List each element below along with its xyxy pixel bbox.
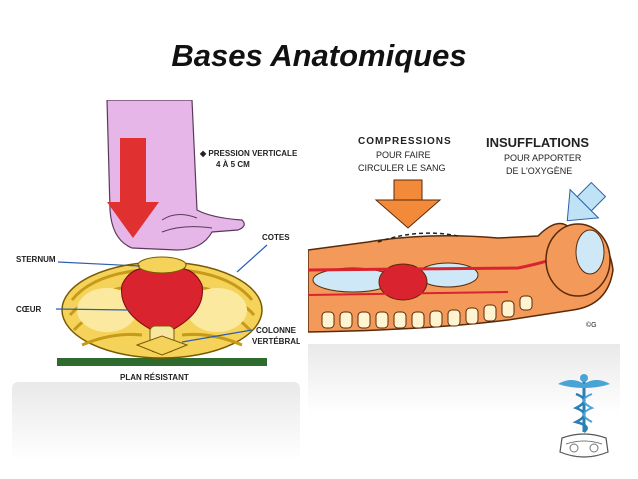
label-insufflations-3: DE L'OXYGÈNE — [506, 166, 572, 176]
label-colonne-2: VERTÉBRALE — [252, 337, 300, 346]
label-sternum: STERNUM — [16, 255, 56, 264]
signature: ©G — [586, 321, 597, 329]
label-insufflations-1: INSUFFLATIONS — [486, 135, 589, 150]
plan-resistant-board — [57, 358, 267, 366]
heart-shape-profile — [378, 263, 428, 301]
left-figure-reflection — [12, 382, 300, 462]
orange-compression-arrow — [374, 179, 442, 229]
red-pressure-arrow — [107, 138, 159, 238]
label-compressions-2: POUR FAIRE — [376, 150, 431, 160]
label-compressions-3: CIRCULER LE SANG — [358, 163, 446, 173]
page-title: Bases Anatomiques — [171, 38, 467, 73]
label-colonne-1: COLONNE — [256, 326, 297, 335]
cpr-body-profile-illustration: COMPRESSIONS POUR FAIRE CIRCULER LE SANG… — [307, 120, 620, 344]
caduceus-icon — [548, 372, 620, 464]
vertebra-shape — [135, 325, 189, 356]
sternum-shape — [137, 256, 187, 274]
label-coeur: CŒUR — [16, 305, 42, 314]
label-pression-2: 4 À 5 CM — [216, 160, 250, 169]
right-figure-reflection — [308, 344, 620, 414]
label-insufflations-2: POUR APPORTER — [504, 153, 582, 163]
label-cotes: COTES — [262, 233, 290, 242]
spine-vertebrae — [321, 295, 533, 329]
label-pression-1: ◆ PRESSION VERTICALE — [199, 149, 298, 158]
label-compressions-1: COMPRESSIONS — [358, 136, 452, 147]
chest-cross-section-illustration: ◆ PRESSION VERTICALE 4 À 5 CM COTES STER… — [12, 99, 307, 390]
label-plan: PLAN RÉSISTANT — [120, 373, 189, 382]
blue-insufflation-arrow — [566, 181, 607, 222]
